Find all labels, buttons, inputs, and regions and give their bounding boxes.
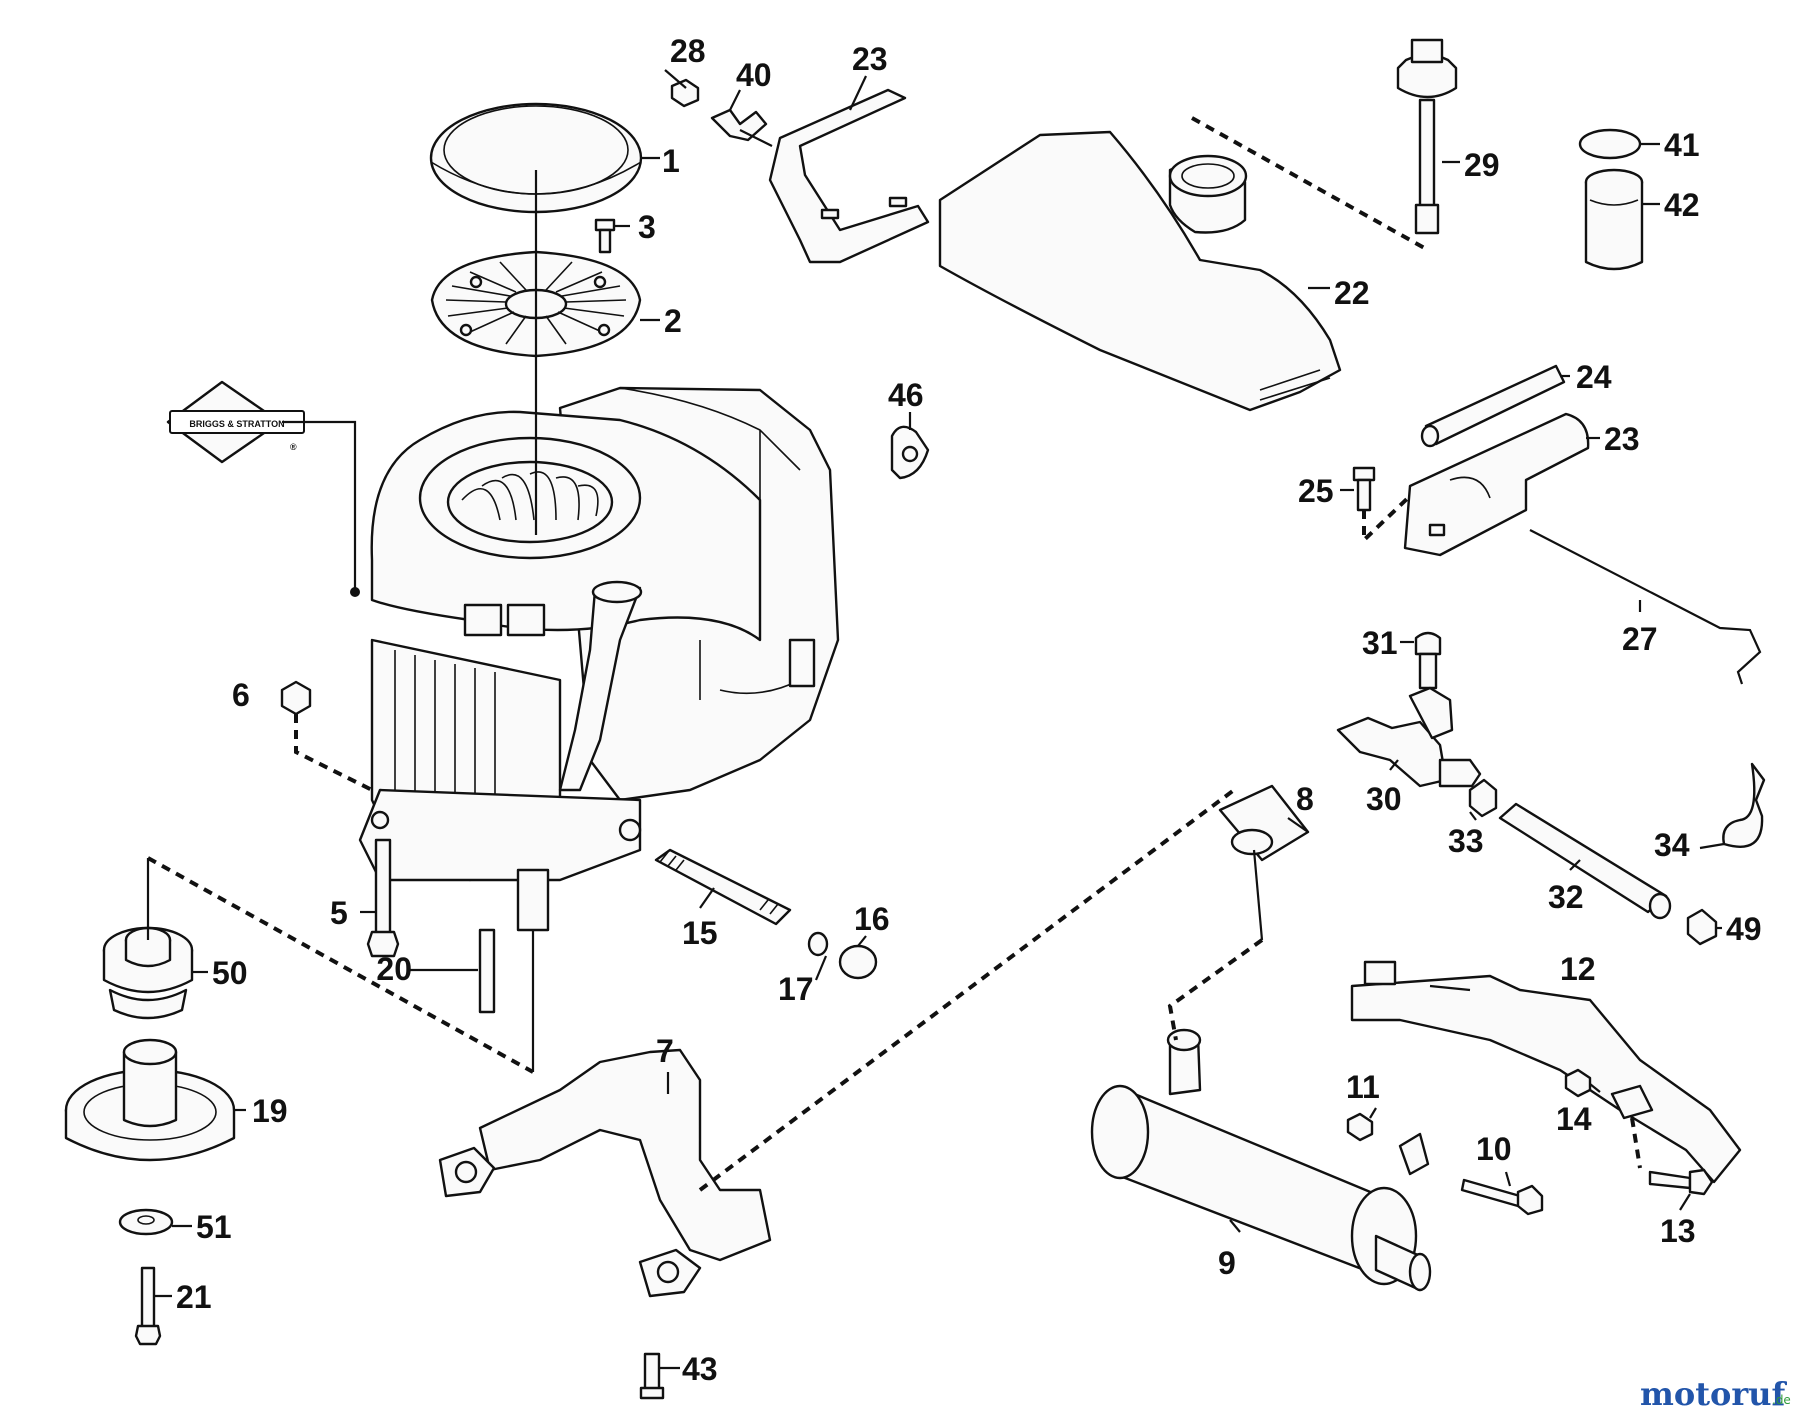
callout-33: 33 xyxy=(1448,823,1484,859)
part-muffler-9 xyxy=(1090,1028,1432,1292)
brand-logo-text: BRIGGS & STRATTON xyxy=(189,419,284,429)
watermark-tld: .de xyxy=(1772,1393,1791,1407)
leader-lines xyxy=(146,69,1725,1370)
callout-21: 21 xyxy=(176,1279,212,1315)
part-shaft-15 xyxy=(654,848,792,926)
callout-9: 9 xyxy=(1218,1245,1236,1281)
part-nut-14 xyxy=(1564,1068,1592,1098)
callout-8: 8 xyxy=(1296,781,1314,817)
callout-20: 20 xyxy=(376,951,412,987)
callout-32: 32 xyxy=(1548,879,1584,915)
part-end-cap-49 xyxy=(1686,908,1718,946)
callout-15: 15 xyxy=(682,915,718,951)
callout-49: 49 xyxy=(1726,911,1762,947)
part-screw-3 xyxy=(594,218,616,254)
callout-2: 2 xyxy=(664,303,682,339)
callout-14: 14 xyxy=(1556,1101,1592,1137)
part-fuel-tank xyxy=(938,130,1342,412)
part-cap-16 xyxy=(838,944,878,980)
part-screw-25 xyxy=(1352,466,1376,512)
part-rod-27 xyxy=(1529,529,1762,685)
part-o-ring-41 xyxy=(1578,128,1642,160)
part-washer-51 xyxy=(118,1208,174,1236)
part-screw-43 xyxy=(639,1352,665,1400)
callout-34: 34 xyxy=(1654,827,1690,863)
part-cable-tie-34 xyxy=(1722,762,1766,848)
callout-40: 40 xyxy=(736,57,772,93)
part-clip-46 xyxy=(890,425,930,480)
callout-7: 7 xyxy=(656,1033,674,1069)
dashed-connectors xyxy=(147,116,1642,1192)
callout-42: 42 xyxy=(1664,187,1700,223)
watermark: motoruf .de xyxy=(1640,1375,1791,1413)
callout-5: 5 xyxy=(330,895,348,931)
callout-28: 28 xyxy=(670,33,706,69)
part-wing-nut-40 xyxy=(710,108,773,147)
callout-25: 25 xyxy=(1298,473,1334,509)
part-bolt-21 xyxy=(134,1266,162,1346)
part-key-20 xyxy=(478,928,496,1014)
part-pulley-19 xyxy=(64,1038,236,1162)
part-nut-6 xyxy=(280,680,312,716)
callout-22: 22 xyxy=(1334,275,1370,311)
callout-29: 29 xyxy=(1464,147,1500,183)
callout-23b: 23 xyxy=(1604,421,1640,457)
part-fitting-33 xyxy=(1468,778,1498,818)
part-bolt-13 xyxy=(1648,1168,1714,1196)
callout-1: 1 xyxy=(662,143,680,179)
callout-46: 46 xyxy=(888,377,924,413)
part-bracket-23b xyxy=(1403,412,1590,557)
watermark-name: motoruf xyxy=(1640,1375,1787,1413)
part-muffler-guard-12 xyxy=(1350,960,1742,1184)
callout-19: 19 xyxy=(252,1093,288,1129)
callout-41: 41 xyxy=(1664,127,1700,163)
callout-labels: 1 3 2 5 6 7 8 9 10 11 12 13 14 15 16 17 … xyxy=(176,33,1762,1387)
part-bracket-23a xyxy=(768,88,930,264)
callout-10: 10 xyxy=(1476,1131,1512,1167)
callout-50: 50 xyxy=(212,955,248,991)
part-nut-11 xyxy=(1346,1112,1374,1142)
part-fuel-line-32 xyxy=(1498,802,1672,920)
part-filter-insert-42 xyxy=(1584,168,1644,271)
part-bolt-5 xyxy=(366,838,400,958)
brand-logo-mark: ® xyxy=(290,442,297,452)
part-engine-assembly xyxy=(358,386,840,932)
callout-3: 3 xyxy=(638,209,656,245)
callout-24: 24 xyxy=(1576,359,1612,395)
callout-51: 51 xyxy=(196,1209,232,1245)
part-clamp-14 xyxy=(1610,1084,1654,1120)
callout-12: 12 xyxy=(1560,951,1596,987)
part-fuel-valve-30 xyxy=(1336,686,1482,788)
callout-17: 17 xyxy=(778,971,814,1007)
callout-6: 6 xyxy=(232,677,250,713)
callout-27: 27 xyxy=(1622,621,1658,657)
part-bolt-10 xyxy=(1460,1178,1544,1216)
part-exhaust-manifold-7 xyxy=(438,1048,772,1298)
part-fuel-cap-29 xyxy=(1396,38,1458,235)
callout-43: 43 xyxy=(682,1351,718,1387)
part-pulley-50 xyxy=(102,926,194,1020)
callout-23a: 23 xyxy=(852,41,888,77)
callout-11: 11 xyxy=(1346,1069,1380,1105)
callout-30: 30 xyxy=(1366,781,1402,817)
callout-16: 16 xyxy=(854,901,890,937)
callout-31: 31 xyxy=(1362,625,1398,661)
part-nut-28 xyxy=(670,78,700,108)
part-tube-24 xyxy=(1420,364,1566,448)
callout-13: 13 xyxy=(1660,1213,1696,1249)
part-cap-31 xyxy=(1414,631,1442,690)
part-washer-17 xyxy=(807,931,829,957)
